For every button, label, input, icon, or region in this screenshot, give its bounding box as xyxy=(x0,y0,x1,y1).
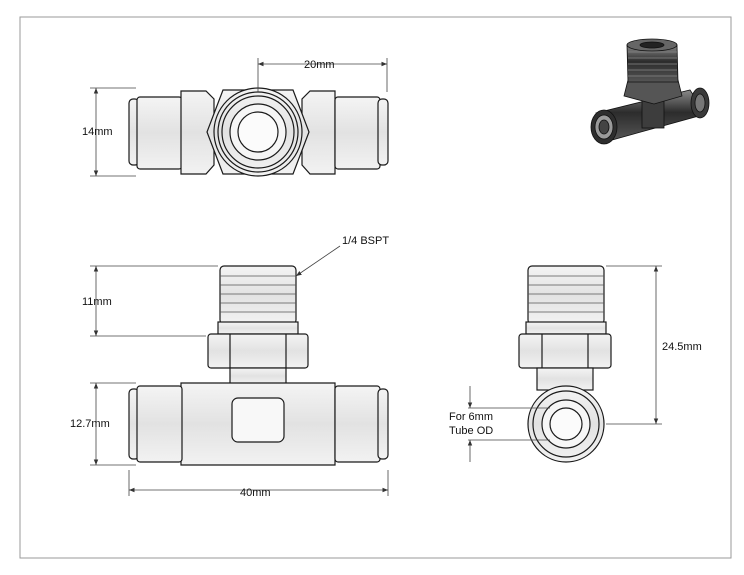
dim-thread-size: 1/4 BSPT xyxy=(342,235,389,247)
tube-note-line2: Tube OD xyxy=(449,425,493,437)
top-view-dims xyxy=(90,58,388,177)
front-view-dims xyxy=(90,245,389,496)
dim-overall-height: 24.5mm xyxy=(662,341,702,353)
front-view xyxy=(128,265,389,466)
dim-overall-length: 40mm xyxy=(240,487,271,499)
dim-top-width: 20mm xyxy=(304,59,335,71)
side-view xyxy=(518,265,612,463)
tube-note-line1: For 6mm xyxy=(449,411,493,423)
dim-thread-length: 11mm xyxy=(82,296,112,308)
top-view xyxy=(128,87,389,177)
isometric-render xyxy=(590,38,710,145)
side-view-dims xyxy=(467,265,662,462)
dim-top-height: 14mm xyxy=(82,126,113,138)
dim-body-height: 12.7mm xyxy=(70,418,110,430)
